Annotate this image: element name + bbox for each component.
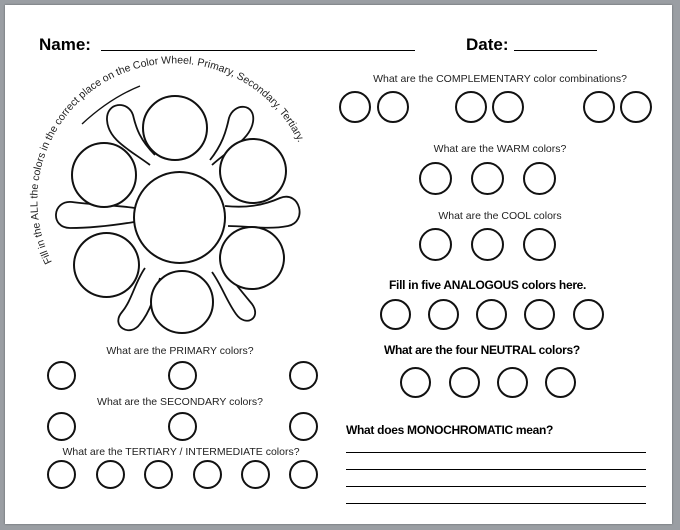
neutral-swatch-2[interactable]: [449, 367, 480, 398]
name-field[interactable]: [101, 50, 415, 51]
analogous-swatch-2[interactable]: [428, 299, 459, 330]
tertiary-swatch-2[interactable]: [96, 460, 125, 489]
complementary-pair-2-a[interactable]: [455, 91, 487, 123]
warm-swatch-1[interactable]: [419, 162, 452, 195]
wheel-swatch-lower-right[interactable]: [219, 226, 285, 290]
secondary-question: What are the SECONDARY colors?: [97, 396, 263, 408]
answer-line-2[interactable]: [346, 469, 646, 470]
tertiary-swatch-5[interactable]: [241, 460, 270, 489]
cool-swatch-2[interactable]: [471, 228, 504, 261]
warm-swatch-2[interactable]: [471, 162, 504, 195]
cool-question: What are the COOL colors: [438, 210, 562, 222]
wheel-swatch-top[interactable]: [142, 95, 208, 161]
tertiary-swatch-3[interactable]: [144, 460, 173, 489]
cool-swatch-3[interactable]: [523, 228, 556, 261]
wheel-center-swatch[interactable]: [133, 171, 226, 264]
cool-swatch-1[interactable]: [419, 228, 452, 261]
wheel-swatch-upper-left[interactable]: [71, 142, 137, 208]
name-label: Name:: [39, 35, 91, 54]
wheel-swatch-upper-right[interactable]: [219, 138, 287, 204]
complementary-pair-1-b[interactable]: [377, 91, 409, 123]
secondary-swatch-1[interactable]: [47, 412, 76, 441]
wheel-swatch-lower-left[interactable]: [73, 232, 140, 298]
analogous-swatch-4[interactable]: [524, 299, 555, 330]
complementary-pair-3-a[interactable]: [583, 91, 615, 123]
tertiary-swatch-4[interactable]: [193, 460, 222, 489]
primary-swatch-2[interactable]: [168, 361, 197, 390]
answer-line-4[interactable]: [346, 503, 646, 504]
answer-line-1[interactable]: [346, 452, 646, 453]
warm-swatch-3[interactable]: [523, 162, 556, 195]
secondary-swatch-3[interactable]: [289, 412, 318, 441]
tertiary-question: What are the TERTIARY / INTERMEDIATE col…: [62, 446, 300, 458]
tertiary-swatch-1[interactable]: [47, 460, 76, 489]
primary-swatch-1[interactable]: [47, 361, 76, 390]
neutral-swatch-1[interactable]: [400, 367, 431, 398]
answer-line-3[interactable]: [346, 486, 646, 487]
primary-question: What are the PRIMARY colors?: [106, 345, 254, 357]
analogous-swatch-5[interactable]: [573, 299, 604, 330]
warm-question: What are the WARM colors?: [433, 143, 567, 155]
analogous-swatch-1[interactable]: [380, 299, 411, 330]
neutral-question: What are the four NEUTRAL colors?: [384, 343, 580, 357]
monochromatic-question: What does MONOCHROMATIC mean?: [346, 423, 554, 437]
secondary-swatch-2[interactable]: [168, 412, 197, 441]
primary-swatch-3[interactable]: [289, 361, 318, 390]
wheel-swatch-bottom[interactable]: [150, 270, 214, 334]
complementary-question: What are the COMPLEMENTARY color combina…: [373, 73, 627, 85]
teardrop-top-left: [106, 104, 156, 166]
tertiary-swatch-6[interactable]: [289, 460, 318, 489]
complementary-pair-1-a[interactable]: [339, 91, 371, 123]
complementary-pair-3-b[interactable]: [620, 91, 652, 123]
date-label: Date:: [466, 35, 509, 54]
correct-underline: [81, 85, 141, 125]
analogous-swatch-3[interactable]: [476, 299, 507, 330]
analogous-question: Fill in five ANALOGOUS colors here.: [389, 278, 587, 292]
complementary-pair-2-b[interactable]: [492, 91, 524, 123]
date-field[interactable]: [514, 50, 597, 51]
neutral-swatch-3[interactable]: [497, 367, 528, 398]
neutral-swatch-4[interactable]: [545, 367, 576, 398]
